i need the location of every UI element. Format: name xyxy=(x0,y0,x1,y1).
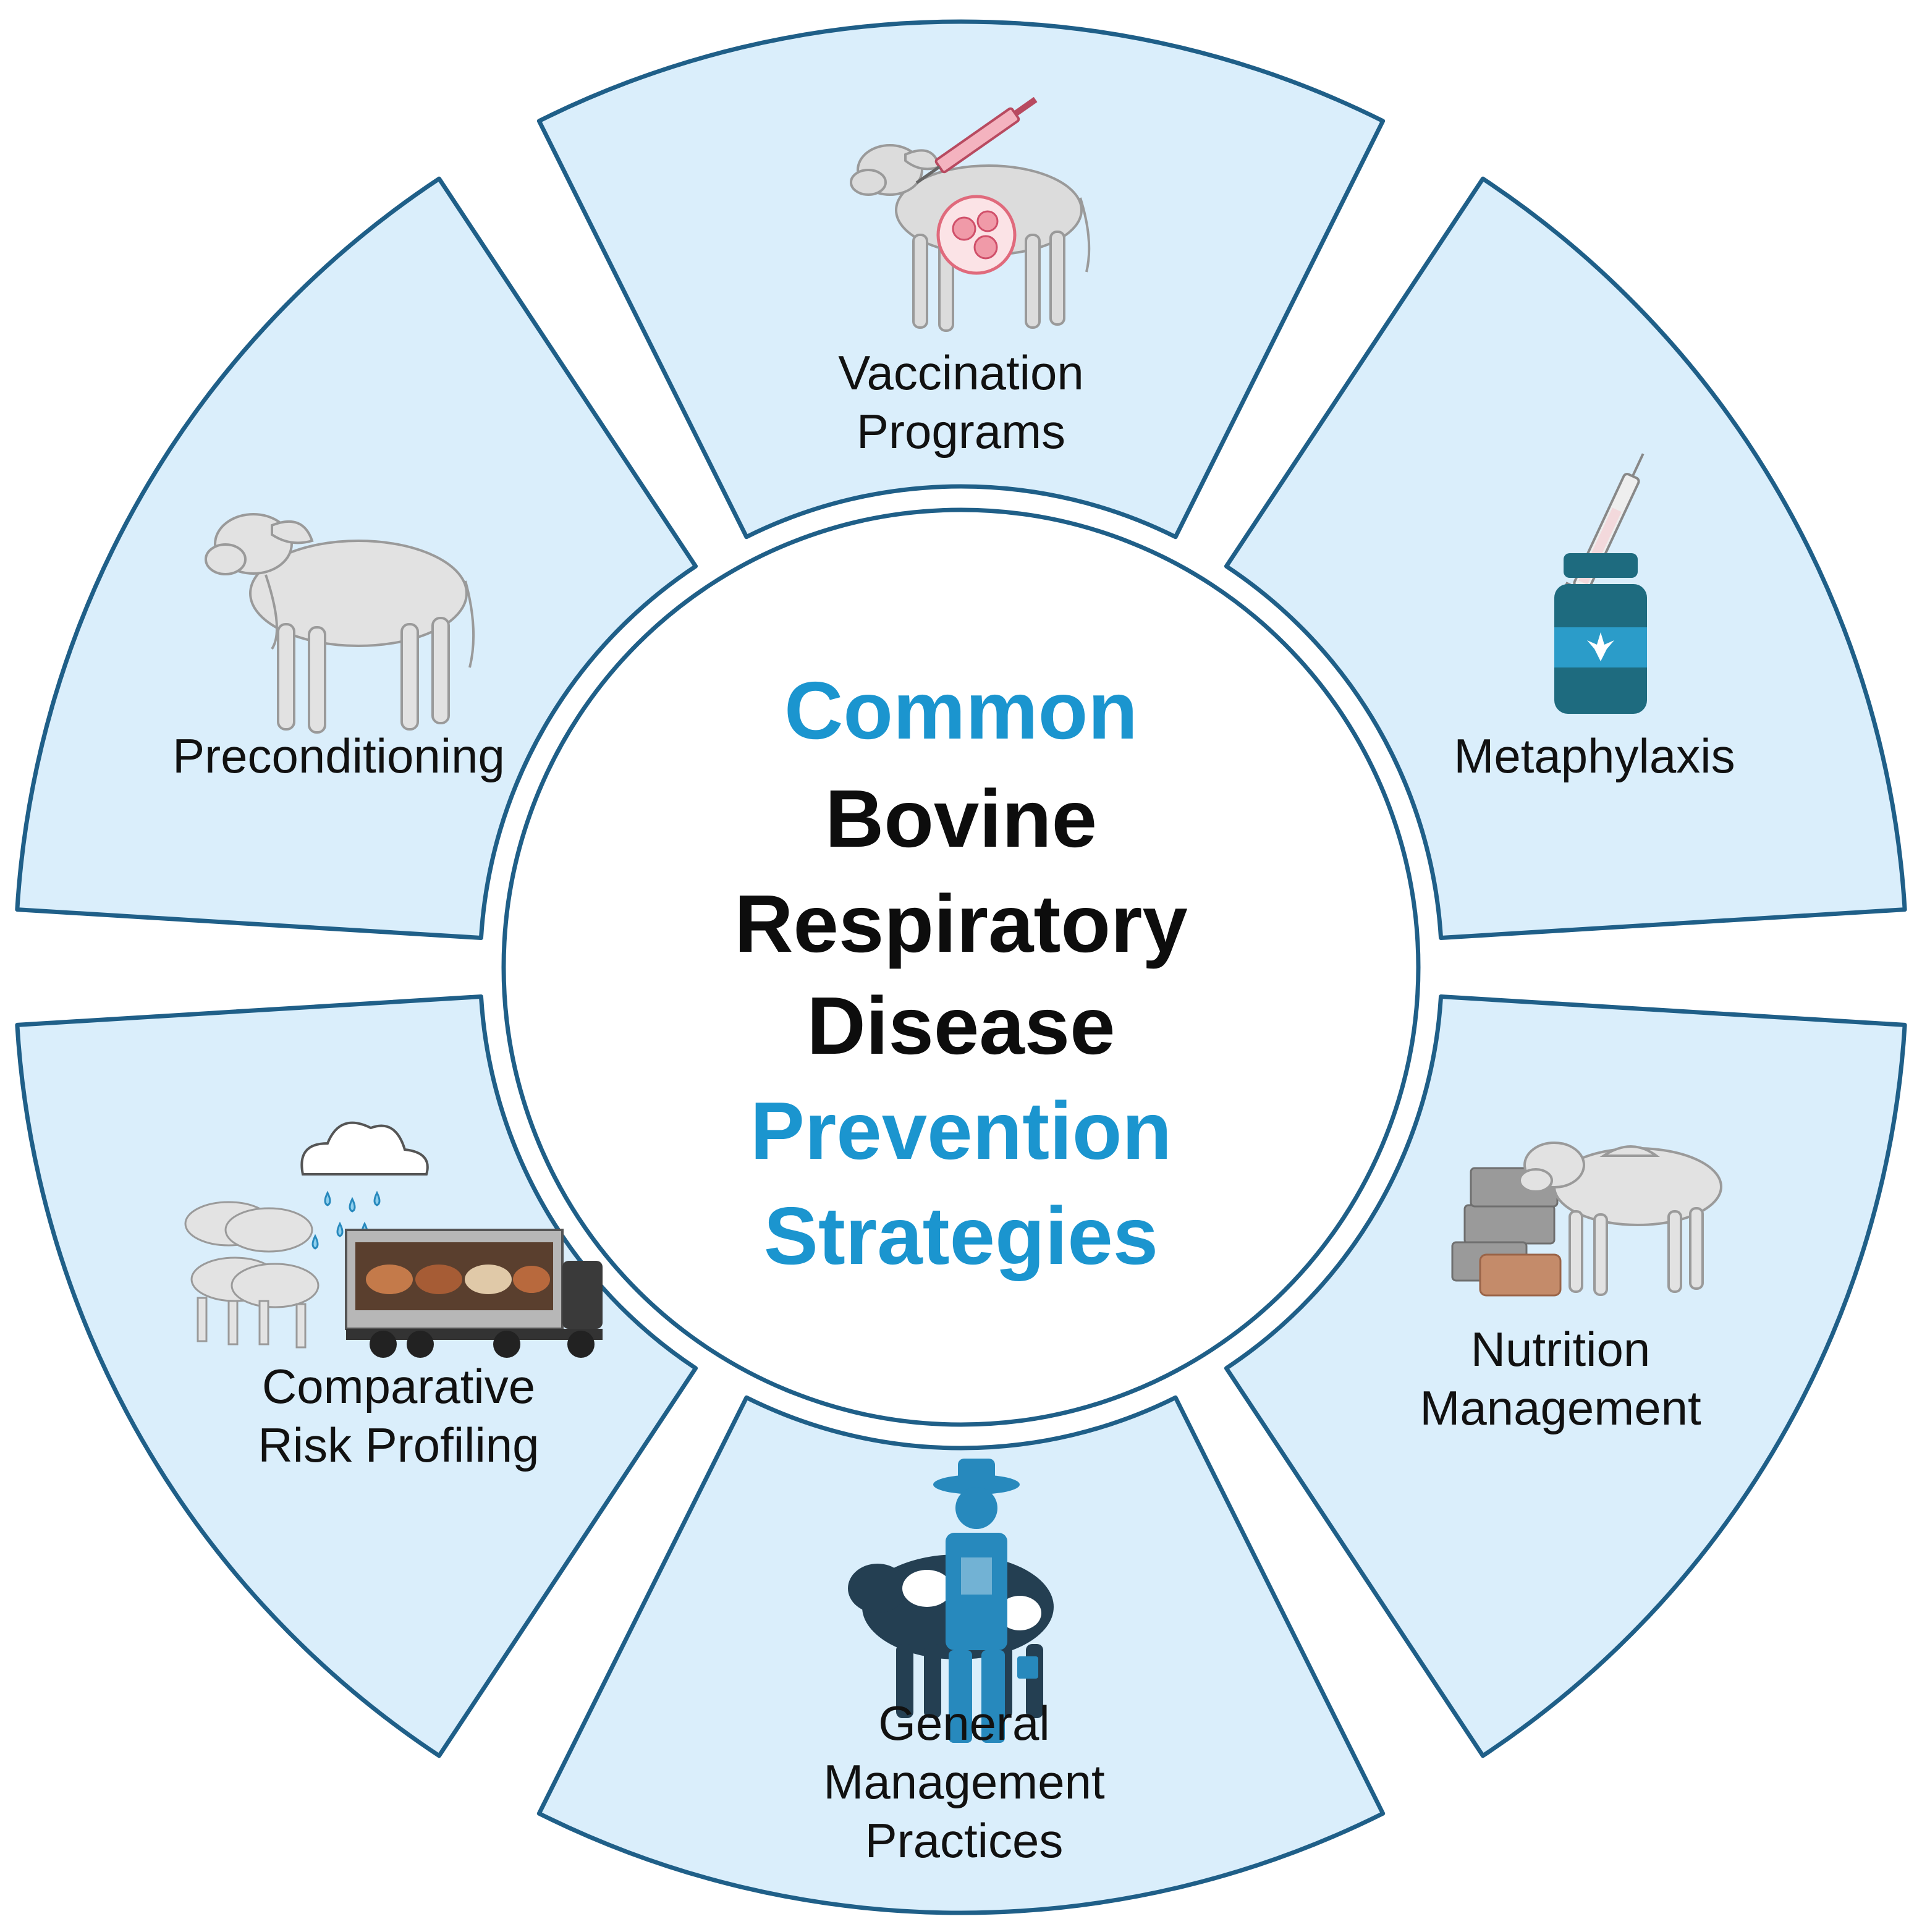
title-line-4: Disease xyxy=(806,980,1115,1071)
medicine-bottle-syringe-icon xyxy=(1554,453,1647,714)
label-metaphylaxis: Metaphylaxis xyxy=(1454,729,1735,783)
label-preconditioning-line-1: Preconditioning xyxy=(172,729,505,783)
calf-vaccination-icon xyxy=(850,96,1091,332)
label-general-line-1: General xyxy=(878,1696,1050,1750)
label-nutrition-line-1: Nutrition xyxy=(1471,1322,1650,1376)
title-line-1: Common xyxy=(784,665,1138,756)
label-risk: Comparative Risk Profiling xyxy=(258,1359,539,1472)
segment-vaccination xyxy=(536,19,1386,540)
label-general: General Management Practices xyxy=(823,1696,1105,1868)
calf-icon xyxy=(205,513,475,734)
label-vaccination: Vaccination Programs xyxy=(838,345,1083,459)
center-title: Common Bovine Respiratory Disease Preven… xyxy=(734,665,1188,1281)
title-line-2: Bovine xyxy=(825,773,1097,864)
label-preconditioning: Preconditioning xyxy=(172,729,505,783)
segment-risk-profiling xyxy=(15,994,698,1758)
title-line-6: Strategies xyxy=(764,1190,1158,1281)
segment-nutrition xyxy=(1224,994,1907,1758)
title-line-3: Respiratory xyxy=(734,878,1188,969)
label-risk-line-1: Comparative xyxy=(262,1359,535,1413)
label-nutrition-line-2: Management xyxy=(1420,1381,1701,1435)
farmer-cow-icon xyxy=(848,1459,1054,1743)
segment-labels: Vaccination Programs Metaphylaxis Nutrit… xyxy=(172,345,1735,1868)
label-vaccination-line-2: Programs xyxy=(857,404,1065,459)
center-circle xyxy=(501,507,1421,1427)
title-line-5: Prevention xyxy=(750,1085,1172,1176)
label-general-line-2: Management xyxy=(823,1755,1105,1809)
calves-rain-truck-icon xyxy=(184,1121,603,1358)
cattle-hay-bales-icon xyxy=(1451,1142,1722,1297)
label-vaccination-line-1: Vaccination xyxy=(838,345,1083,400)
label-general-line-3: Practices xyxy=(865,1813,1064,1868)
label-risk-line-2: Risk Profiling xyxy=(258,1418,539,1472)
label-nutrition: Nutrition Management xyxy=(1420,1322,1701,1435)
label-metaphylaxis-line-1: Metaphylaxis xyxy=(1454,729,1735,783)
